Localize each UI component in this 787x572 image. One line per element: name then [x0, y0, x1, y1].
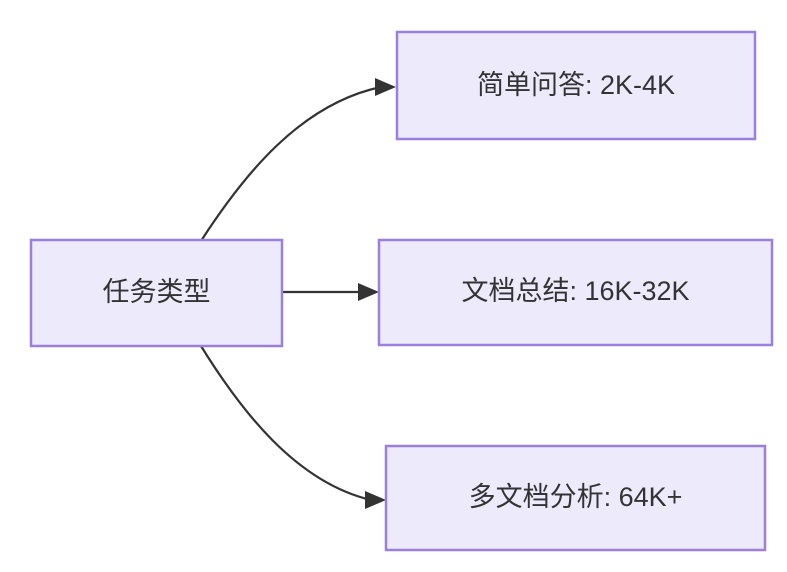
node-doc-summary-label: 文档总结: 16K-32K [461, 276, 689, 306]
edge-path-curve-up [199, 85, 383, 243]
node-simple-qa-box[interactable] [395, 30, 757, 141]
edge-path-curve-down [199, 344, 373, 502]
node-simple-qa[interactable]: 简单问答: 2K-4K [395, 30, 757, 141]
node-doc-summary-box[interactable] [377, 238, 774, 347]
edge-task-type-to-multi-doc-analysis [199, 344, 386, 509]
node-simple-qa-label: 简单问答: 2K-4K [477, 70, 675, 100]
edge-task-type-to-simple-qa [199, 78, 396, 243]
node-multi-doc-analysis-label: 多文档分析: 64K+ [469, 482, 683, 512]
edge-task-type-to-doc-summary [281, 283, 379, 301]
node-doc-summary[interactable]: 文档总结: 16K-32K [377, 238, 774, 347]
arrowhead-multi-doc-analysis [365, 491, 386, 509]
node-task-type-label: 任务类型 [103, 277, 211, 307]
node-multi-doc-analysis[interactable]: 多文档分析: 64K+ [384, 444, 767, 552]
node-task-type[interactable]: 任务类型 [29, 238, 284, 348]
arrowhead-simple-qa [375, 78, 396, 96]
node-task-type-box[interactable] [29, 238, 284, 348]
arrowhead-doc-summary [358, 283, 379, 301]
node-multi-doc-analysis-box[interactable] [384, 444, 767, 552]
